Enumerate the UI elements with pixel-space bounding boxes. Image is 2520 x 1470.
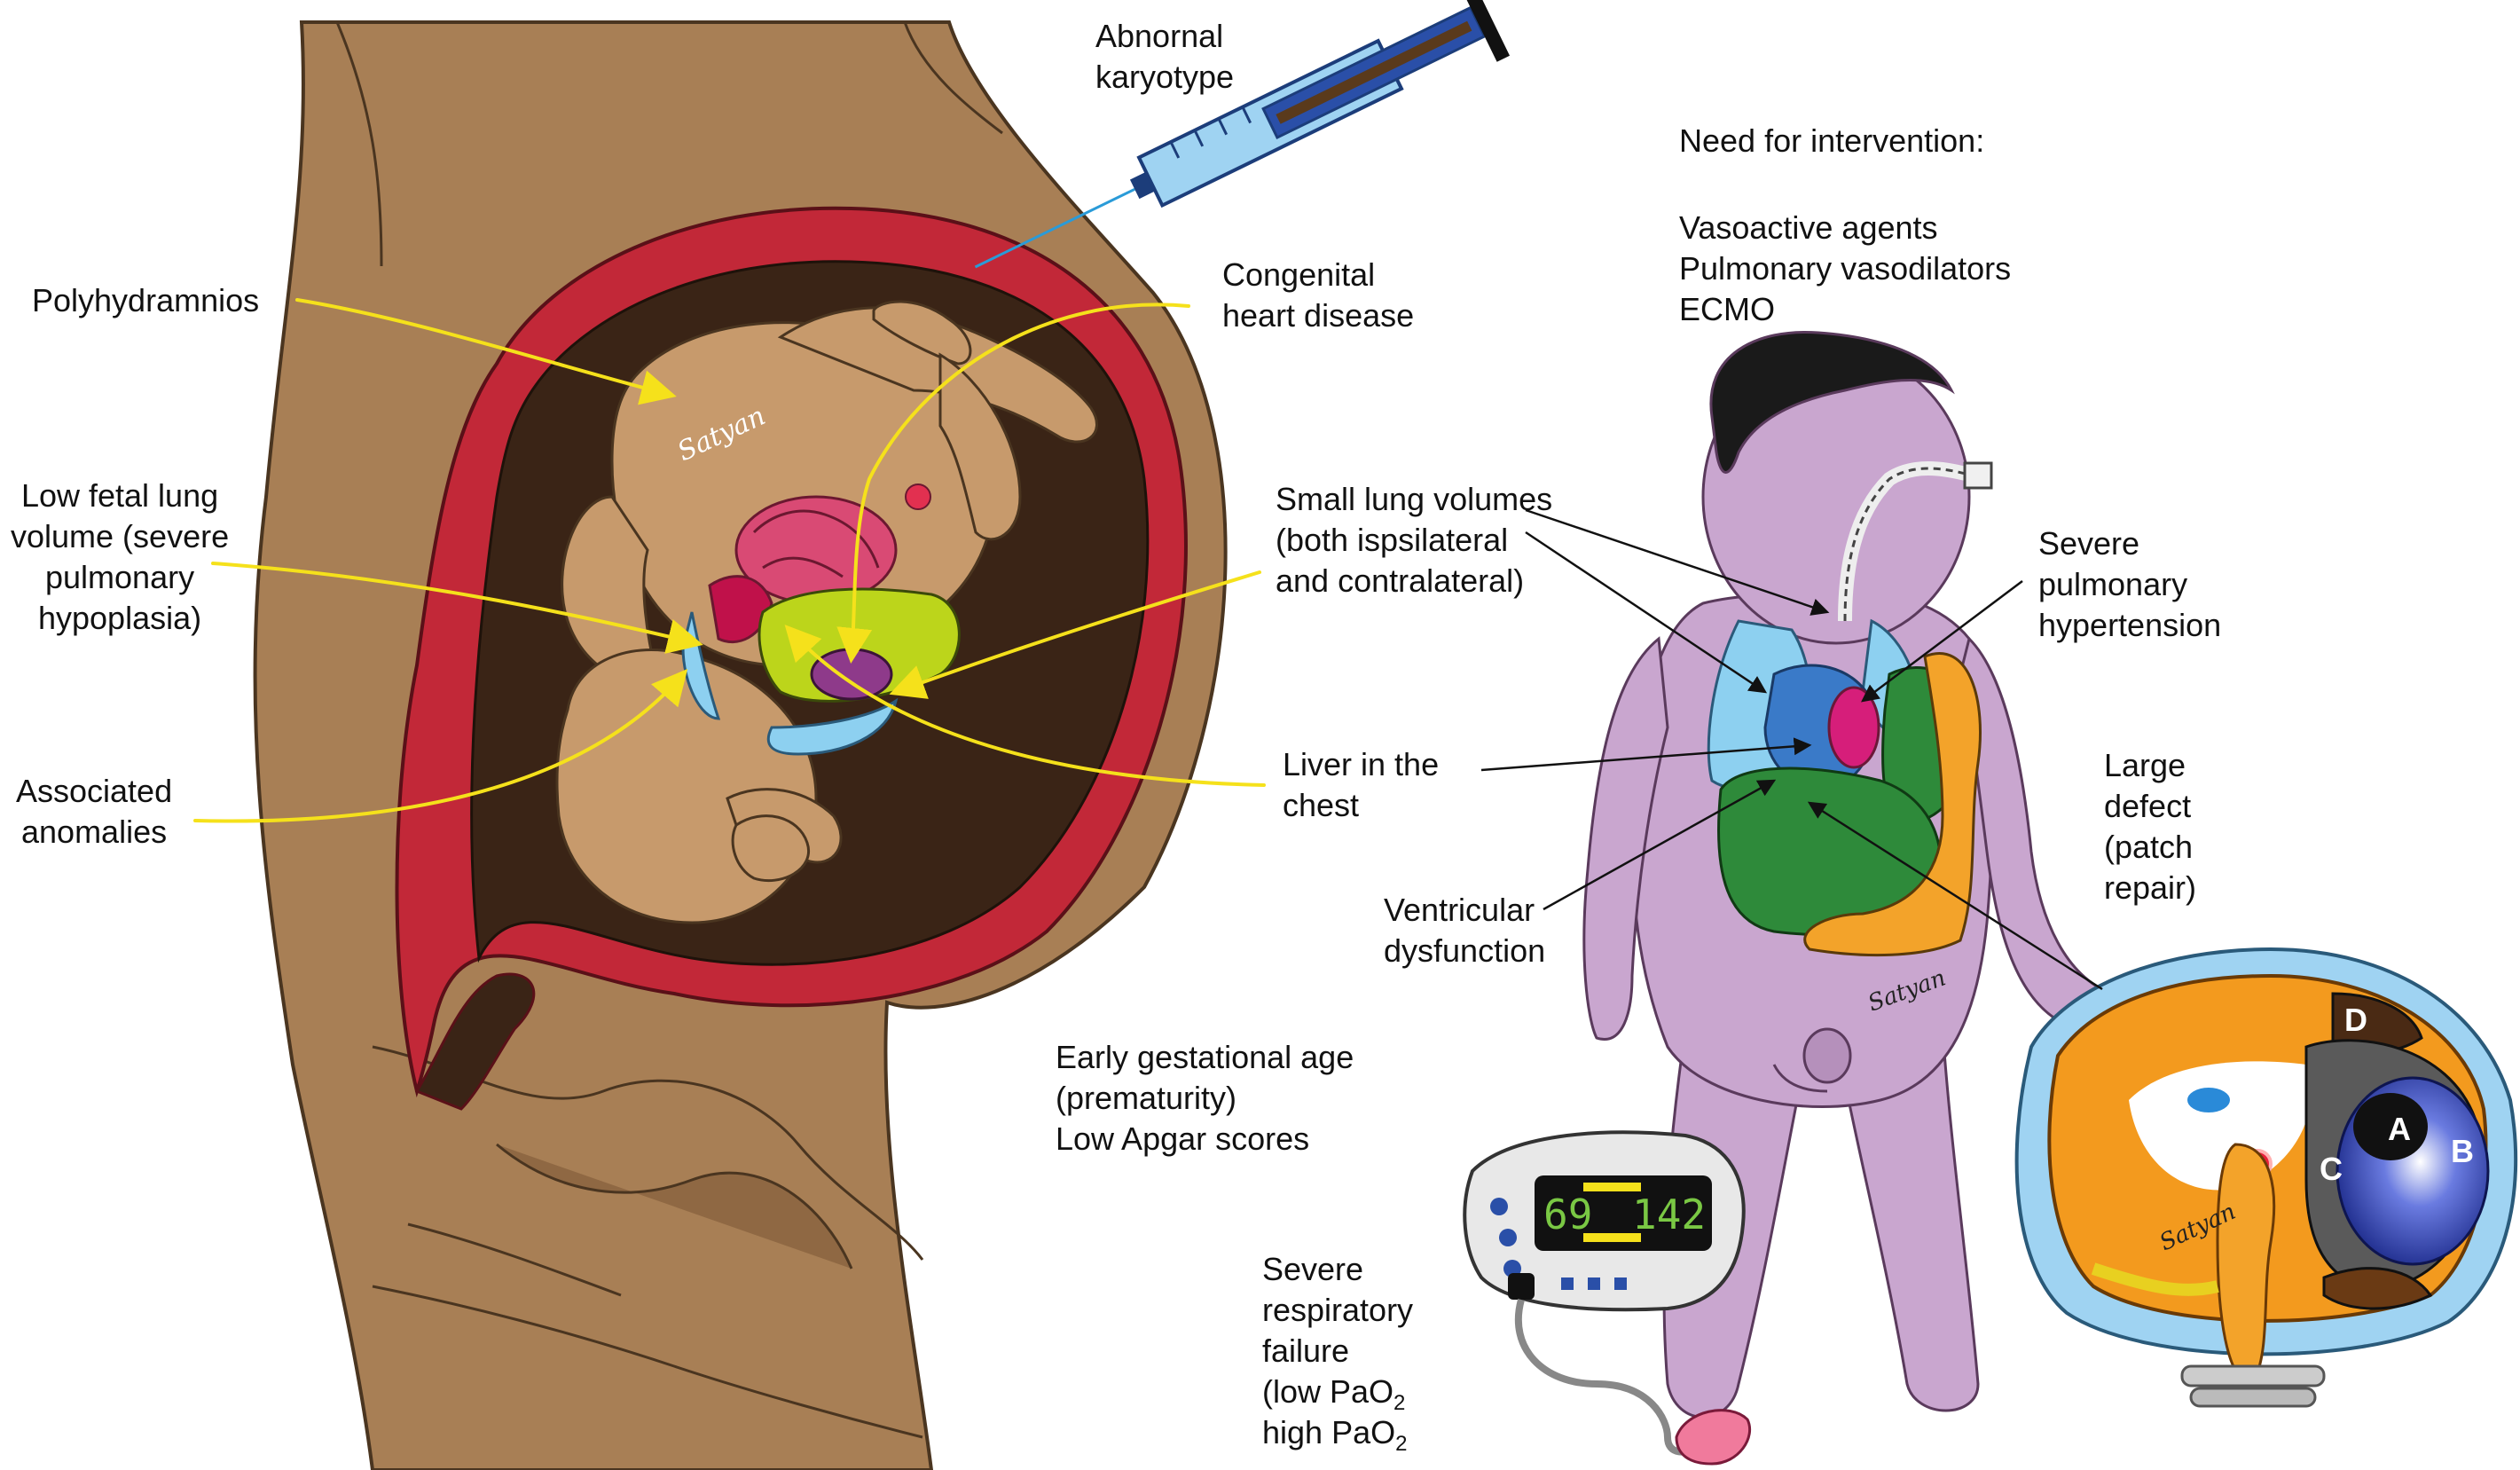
pulse-oximeter-monitor: 69 142 [1463,1130,1752,1466]
label-low-fetal-lung-volume: Low fetal lung volume (severe pulmonary … [11,477,230,636]
monitor-value-right: 142 [1632,1191,1706,1238]
label-ventricular-dysfunction: Ventricular dysfunction [1384,892,1546,969]
label-severe-respiratory-failure: Severe respiratory failure (low PaO2 hig… [1262,1251,1414,1457]
label-pao2-low: (low PaO2 [1262,1373,1406,1416]
yellow-arrows [193,298,1266,823]
monitor-value-left: 69 [1543,1191,1592,1238]
fetus [555,300,1098,924]
label-polyhydramnios: Polyhydramnios [32,282,260,318]
defect-region-C: C [2320,1151,2343,1187]
defect-region-B: B [2451,1133,2474,1169]
label-early-gestational-age: Early gestational age (prematurity) Low … [1056,1039,1354,1157]
defect-region-A: A [2388,1111,2411,1147]
infant-organs [1707,461,1993,957]
label-large-defect: Large defect (patch repair) [2104,747,2197,906]
diaphragm-defect-view: A B C D [2014,947,2518,1408]
syringe-icon [974,0,1511,269]
label-small-lung-volumes: Small lung volumes (both ispsilateral an… [1276,481,1553,599]
label-abnormal-karyotype: Abnornal karyotype [1095,18,1235,95]
pointer-lines [1480,508,2103,991]
label-liver-in-chest: Liver in the chest [1283,746,1440,823]
label-congenital-heart-disease: Congenital heart disease [1222,256,1415,334]
label-severe-pulmonary-hypertension: Severe pulmonary hypertension [2038,525,2222,643]
defect-region-D: D [2344,1002,2367,1038]
label-associated-anomalies: Associated anomalies [16,773,173,850]
label-pao2-high: high PaO2 [1262,1414,1408,1457]
label-need-for-intervention: Need for intervention: [1679,122,1985,159]
list-interventions: Vasoactive agents Pulmonary vasodilators… [1679,209,2012,327]
